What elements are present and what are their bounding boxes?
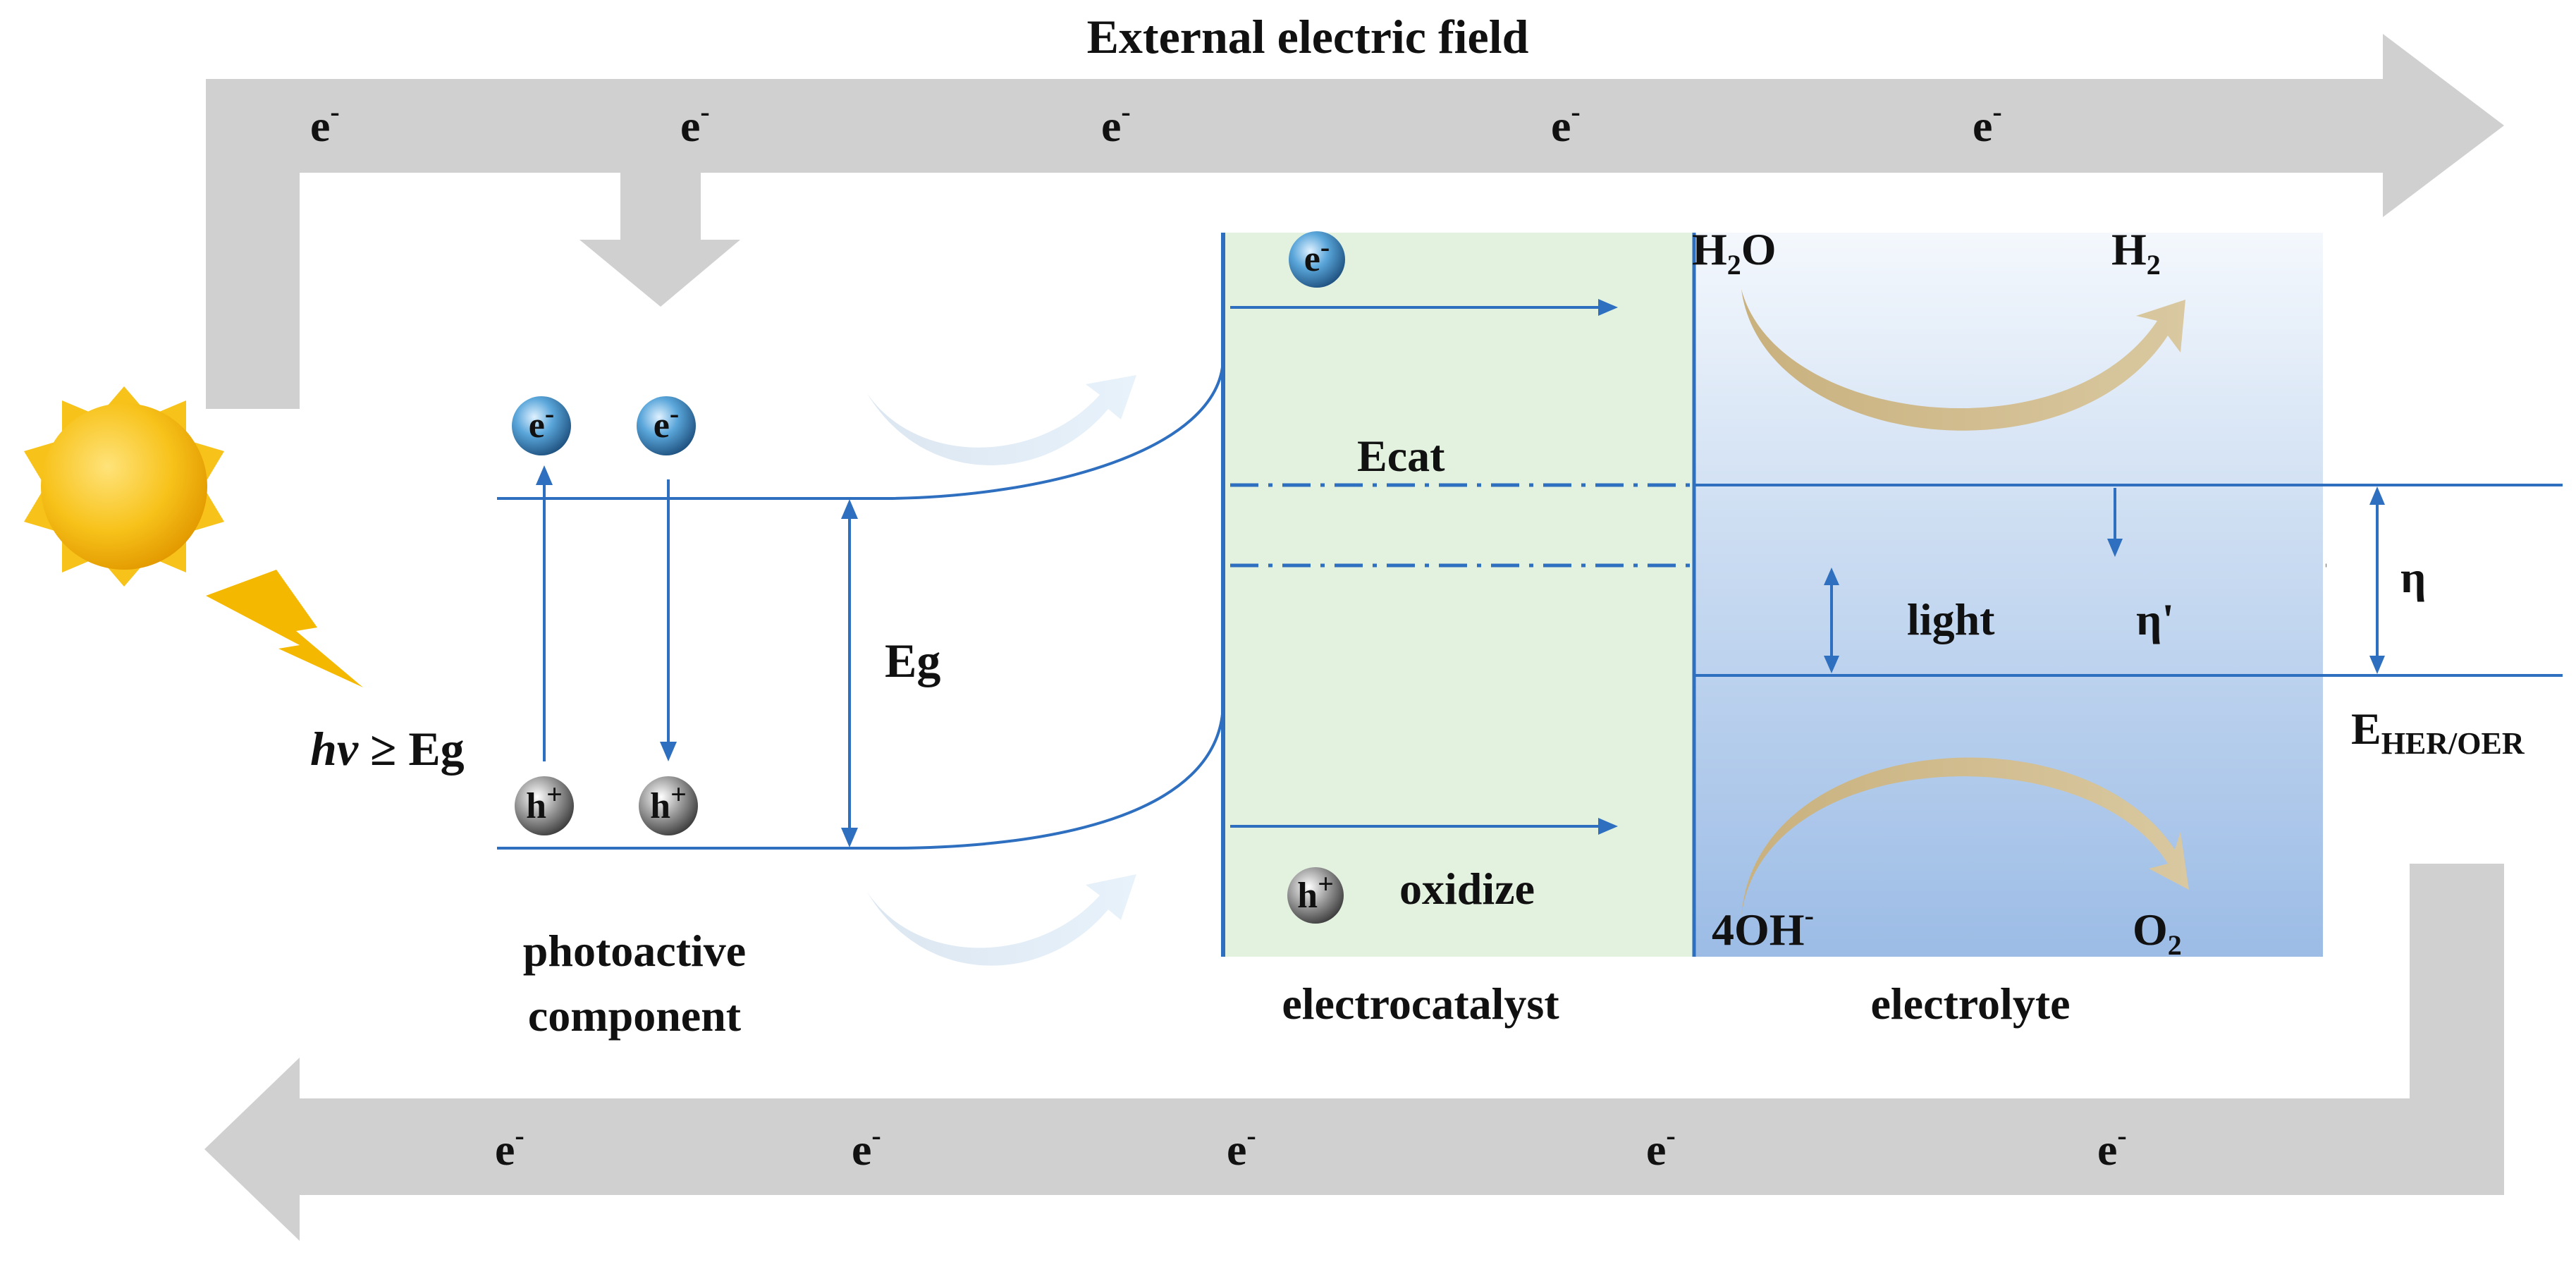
electron-label: e- xyxy=(1646,1120,1676,1175)
electrocatalyst-label: electrocatalyst xyxy=(1282,979,1559,1029)
transfer-curve-arrow-bottom xyxy=(867,874,1136,966)
valence-band-line xyxy=(497,704,1225,850)
down-arrow-to-photoactive xyxy=(579,173,740,307)
eher-oer-label: EHER/OER xyxy=(2351,704,2525,761)
electron-particle: e- xyxy=(1289,231,1345,288)
photoactive-label-line2: component xyxy=(528,991,742,1041)
svg-text:h+: h+ xyxy=(1297,868,1334,916)
external-field-top-arrow xyxy=(206,34,2504,409)
electron-label: e- xyxy=(2097,1120,2127,1175)
electron-label: e- xyxy=(852,1120,881,1175)
photoactive-label-line1: photoactive xyxy=(523,926,746,976)
oxidize-label: oxidize xyxy=(1399,864,1535,914)
electron-particle: e- xyxy=(637,396,696,455)
eta-label: η xyxy=(2400,552,2426,602)
h2o-label: H2O xyxy=(1692,224,1777,281)
hole-particle: h+ xyxy=(1287,867,1344,924)
lightning-bolt-icon xyxy=(206,570,363,687)
external-field-bottom-arrow xyxy=(204,864,2504,1241)
bandgap-label: Eg xyxy=(885,634,940,687)
sun-icon xyxy=(24,386,224,587)
transfer-curve-arrow-top xyxy=(867,375,1136,465)
electrocatalyst-region xyxy=(1223,233,1694,957)
ecat-label: Ecat xyxy=(1357,431,1445,481)
svg-text:e-: e- xyxy=(654,398,679,446)
hydroxide-label: 4OH- xyxy=(1712,900,1814,955)
svg-text:e-: e- xyxy=(529,398,554,446)
electron-particle: e- xyxy=(512,396,571,455)
svg-text:h+: h+ xyxy=(526,778,563,826)
electron-label: e- xyxy=(1551,96,1581,151)
electron-label: e- xyxy=(1227,1120,1256,1175)
conduction-band-line xyxy=(497,359,1225,500)
hole-particle: h+ xyxy=(639,776,698,835)
svg-text:e-: e- xyxy=(1304,231,1330,279)
electron-label: e- xyxy=(310,96,340,151)
electron-label: e- xyxy=(1101,96,1131,151)
diagram-title: External electric field xyxy=(1087,10,1529,63)
svg-text:h+: h+ xyxy=(650,778,687,826)
hole-particle: h+ xyxy=(515,776,574,835)
excitation-label: hv ≥ Eg xyxy=(310,722,465,776)
electron-label: e- xyxy=(680,96,710,151)
top-arrow-electrons: e- e- e- e- e- xyxy=(310,96,2002,151)
eta-prime-label: η' xyxy=(2136,594,2174,644)
light-label: light xyxy=(1907,594,1995,644)
h2-label: H2 xyxy=(2111,224,2161,281)
electrolyte-label: electrolyte xyxy=(1870,979,2070,1029)
electron-label: e- xyxy=(1973,96,2002,151)
electrolyte-region xyxy=(1694,233,2323,957)
electron-label: e- xyxy=(495,1120,525,1175)
o2-label: O2 xyxy=(2133,905,2182,961)
her-reaction-arrow xyxy=(1741,289,2185,431)
bottom-arrow-electrons: e- e- e- e- e- xyxy=(495,1120,2127,1175)
